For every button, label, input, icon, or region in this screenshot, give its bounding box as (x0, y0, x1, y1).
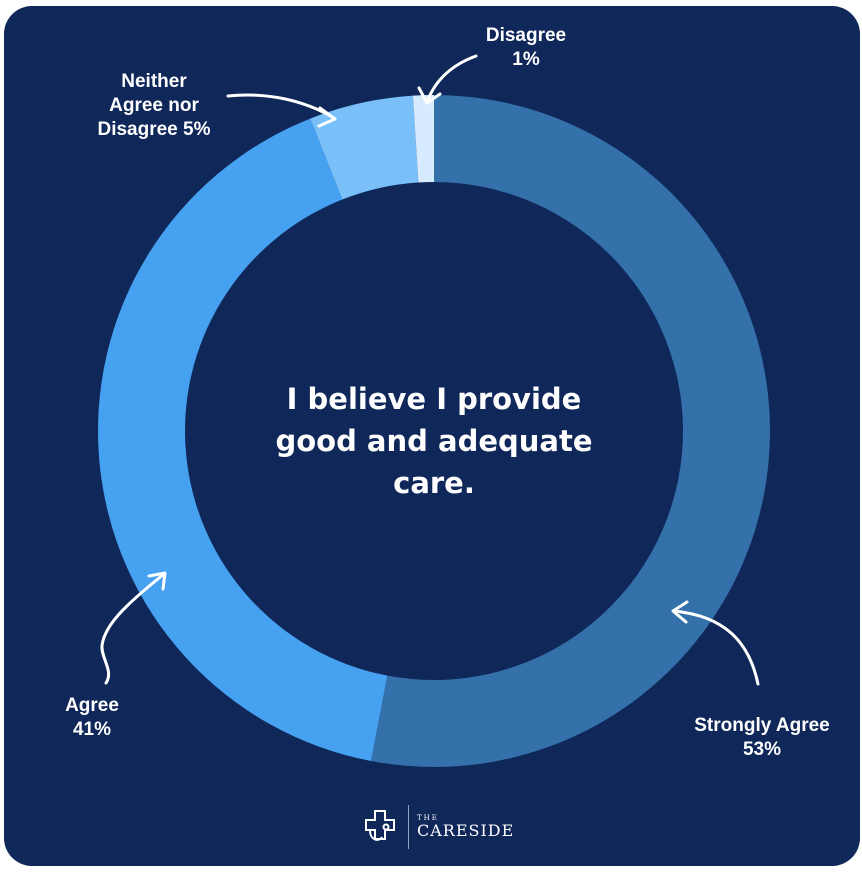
donut-chart (97, 54, 770, 767)
brand-the: THE (417, 814, 439, 822)
slice-neither (310, 95, 419, 200)
slice-disagree (412, 95, 434, 183)
brand-name: CARESIDE (417, 821, 515, 840)
chart-card: Disagree 1% Neither Agree nor Disagree 5… (4, 6, 860, 866)
careside-logo: THE CARESIDE (362, 802, 514, 852)
label-neither-line3: Disagree 5% (97, 119, 211, 140)
label-neither: Neither Agree nor Disagree 5% (74, 70, 234, 142)
label-strongly-agree-value: 53% (742, 739, 782, 760)
agree-arrow (100, 572, 166, 685)
annotation-arrows (100, 54, 760, 686)
disagree-arrow (425, 54, 478, 104)
label-agree: Agree 41% (42, 694, 142, 742)
stethoscope-cross-icon (365, 810, 395, 841)
label-strongly-agree: Strongly Agree 53% (674, 714, 850, 762)
label-disagree: Disagree 1% (466, 24, 586, 72)
label-disagree-name: Disagree (485, 25, 567, 46)
label-neither-line1: Neither (121, 71, 187, 92)
label-strongly-agree-name: Strongly Agree (694, 715, 830, 736)
chart-title: I believe I provide good and adequate ca… (275, 382, 593, 500)
brand-text: THE CARESIDE (417, 814, 514, 840)
slice-strongly-agree (371, 95, 770, 767)
label-agree-value: 41% (72, 719, 112, 740)
strongly-agree-arrow (672, 609, 760, 686)
label-disagree-value: 1% (512, 49, 540, 70)
label-agree-name: Agree (65, 695, 119, 716)
brand-divider (408, 805, 409, 849)
neither-arrow (226, 93, 336, 120)
slice-agree (97, 118, 388, 762)
label-neither-line2: Agree nor (109, 95, 199, 116)
